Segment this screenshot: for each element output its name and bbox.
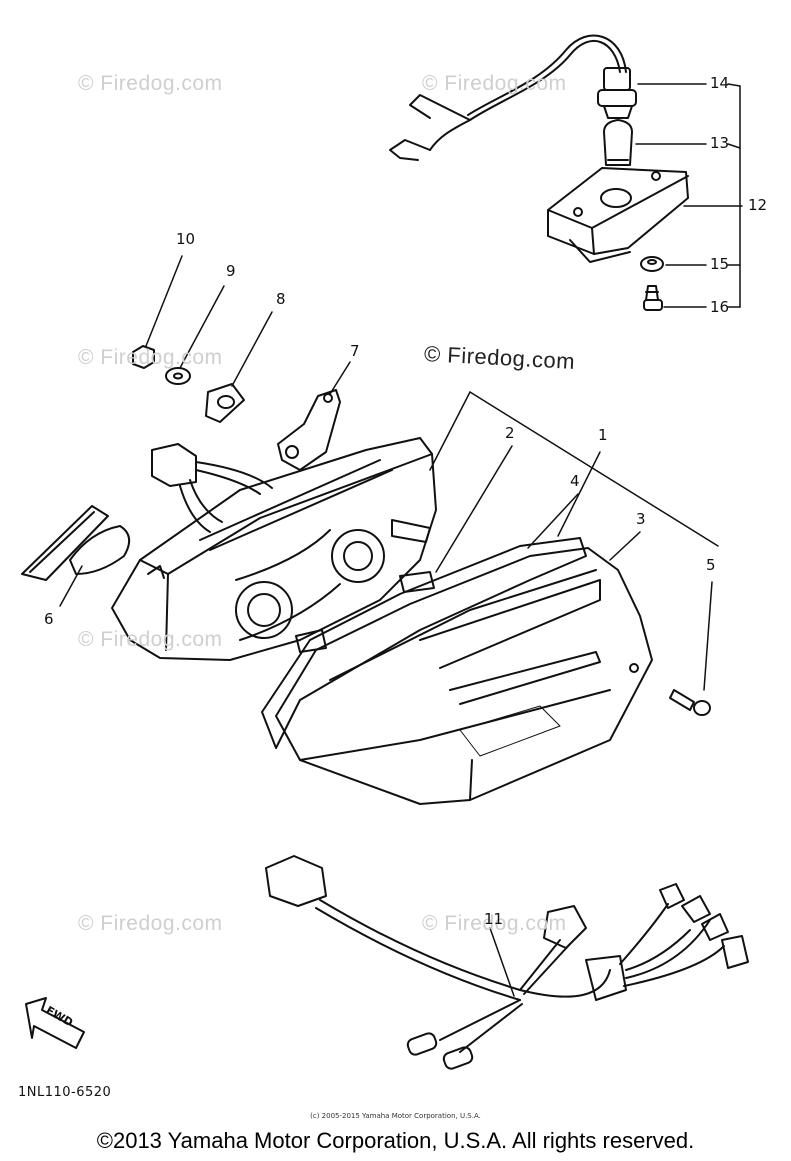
watermark: © Firedog.com (78, 912, 223, 935)
callout-4: 4 (570, 472, 580, 490)
watermark: © Firedog.com (422, 912, 567, 935)
callout-7: 7 (350, 342, 360, 360)
part-8-grommet (205, 383, 245, 423)
callout-10: 10 (176, 230, 196, 248)
callout-5: 5 (706, 556, 716, 574)
part-11-wire-harness (265, 855, 749, 1070)
part-6-reflector (21, 505, 131, 607)
part-13-bulb (603, 119, 633, 166)
watermark: © Firedog.com (78, 346, 223, 369)
callout-13: 13 (710, 134, 730, 152)
copyright-notice: ©2013 Yamaha Motor Corporation, U.S.A. A… (96, 1128, 695, 1153)
part-code: 1NL110-6520 (18, 1085, 112, 1100)
callout-1: 1 (598, 426, 608, 444)
callout-15: 15 (710, 255, 730, 273)
part-3-lens (275, 547, 653, 805)
watermark: © Firedog.com (422, 72, 567, 95)
watermark: © Firedog.com (78, 628, 223, 651)
leader-lines-1-5 (429, 391, 719, 691)
part-10-nut (132, 345, 155, 369)
leader-lines-8-9-10 (145, 255, 273, 387)
part-5-screw (669, 689, 711, 716)
part-4-gasket (261, 537, 587, 749)
callout-bracket-12-16 (635, 83, 743, 308)
part-12-lamp-base (547, 167, 689, 263)
callout-6: 6 (44, 610, 54, 628)
callout-16: 16 (710, 298, 730, 316)
callout-12: 12 (748, 196, 768, 214)
callout-2: 2 (505, 424, 515, 442)
part-15-washer (640, 256, 664, 272)
part-16-screw (643, 285, 663, 311)
watermark: © Firedog.com (78, 72, 223, 95)
part-14-socket-cord (389, 34, 637, 161)
callout-14: 14 (710, 74, 730, 92)
part-9-washer (165, 367, 191, 385)
callout-3: 3 (636, 510, 646, 528)
callout-11: 11 (484, 910, 504, 928)
taillight-housing (111, 437, 437, 661)
callout-8: 8 (276, 290, 286, 308)
fine-print: (c) 2005-2015 Yamaha Motor Corporation, … (310, 1112, 481, 1120)
fwd-arrow (25, 997, 85, 1049)
callout-9: 9 (226, 262, 236, 280)
part-7-bracket (277, 361, 351, 471)
part-2-stud (295, 571, 435, 653)
